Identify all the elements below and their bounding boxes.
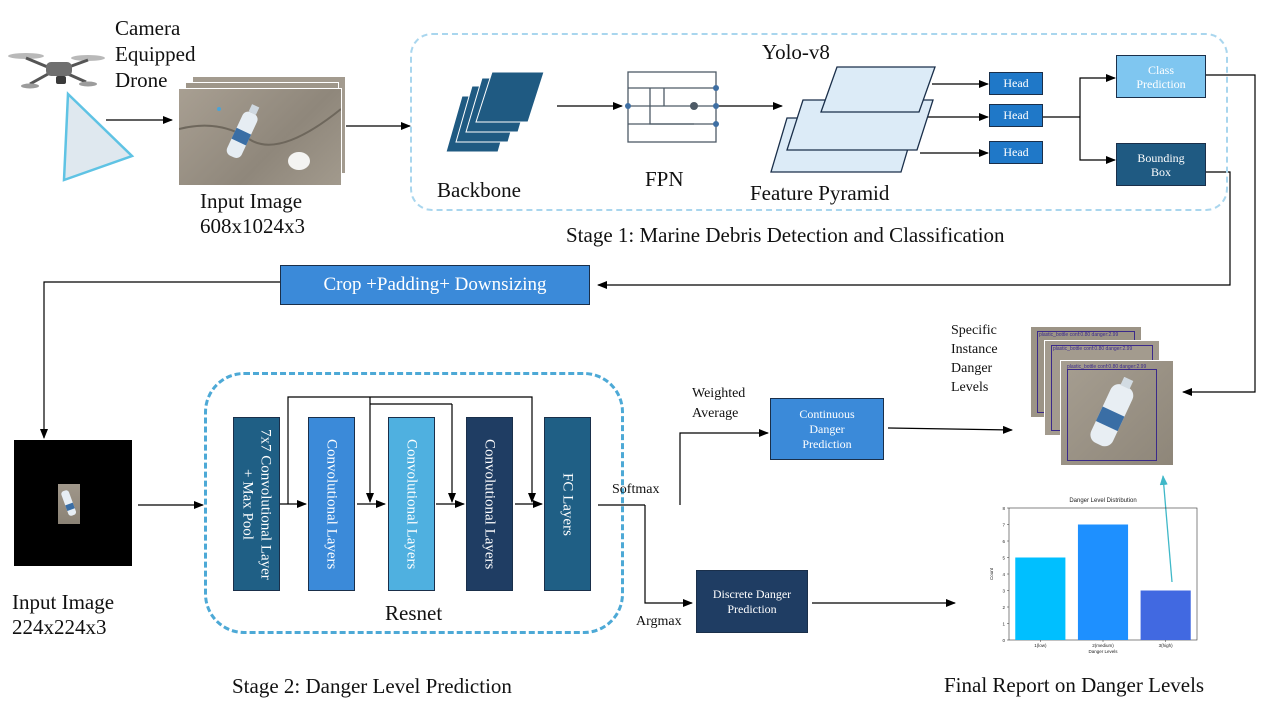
backbone-label: Backbone <box>437 178 521 202</box>
det-label-3: plastic_bottle conf:0.80 danger:2.99 <box>1067 364 1147 370</box>
stage2-input-image <box>14 440 132 566</box>
arrow-to-discrete <box>644 505 693 607</box>
softmax-label: Softmax <box>612 482 660 497</box>
stage1-container <box>410 33 1228 211</box>
stage2-title: Stage 2: Danger Level Prediction <box>232 674 512 698</box>
skip-connection-top <box>287 396 536 504</box>
instance-image-front: plastic_bottle conf:0.80 danger:2.99 <box>1060 360 1174 466</box>
y-tick-label-3: 3 <box>1002 588 1005 593</box>
arrow-bbox-to-crop <box>597 171 1231 289</box>
class-prediction-box: Class Prediction <box>1116 55 1206 98</box>
weighted-average-label: Weighted Average <box>692 384 745 424</box>
fpn-block <box>625 71 719 143</box>
resnet-layer-conv-1: Convolutional Layers <box>308 417 355 591</box>
stage2-input-label: Input Image 224x224x3 <box>12 590 114 640</box>
drone-label-line2: Equipped <box>115 42 196 66</box>
input-image-stack <box>178 76 346 186</box>
arrow-to-class-prediction <box>1079 74 1116 117</box>
cropped-bottle-thumbnail <box>58 484 80 524</box>
y-tick-label-1: 1 <box>1002 621 1005 626</box>
fpn-label: FPN <box>645 167 684 191</box>
instance-label-line4: Levels <box>951 380 989 395</box>
x-axis-label: Danger Levels <box>1088 649 1118 654</box>
arrow-continuous-to-instances <box>887 425 1013 434</box>
argmax-label: Argmax <box>636 614 682 629</box>
arrow-report-to-instances <box>1159 475 1173 583</box>
backbone-block <box>445 71 545 153</box>
x-tick-label-3: 3(high) <box>1159 643 1174 648</box>
weighted-average-line1: Weighted <box>692 386 746 401</box>
weighted-average-line2: Average <box>692 406 739 421</box>
bar-2 <box>1077 524 1129 640</box>
stage2-input-title: Input Image <box>12 590 115 614</box>
danger-level-chart: Danger Level Distribution 0 1 2 3 4 5 6 7 8 1(low)… <box>989 498 1198 654</box>
bounding-box-box: Bounding Box <box>1116 143 1206 186</box>
stage1-title: Stage 1: Marine Debris Detection and Cla… <box>566 223 1005 247</box>
head-1: Head <box>989 72 1043 95</box>
input-image-size: 608x1024x3 <box>200 214 305 238</box>
drone-icon <box>8 53 105 89</box>
crop-padding-downsizing-box: Crop +Padding+ Downsizing <box>280 265 590 305</box>
y-tick-label-4: 4 <box>1002 572 1005 577</box>
instance-danger-label: Specific Instance Danger Levels <box>951 321 998 397</box>
drone-label-line3: Drone <box>115 68 168 92</box>
resnet-container <box>204 372 624 634</box>
det-label-2: plastic_bottle conf:0.80 danger:2.99 <box>1053 346 1133 352</box>
stage2-input-size: 224x224x3 <box>12 615 107 639</box>
resnet-layer-7x7-conv: 7x7 Convolutional Layer + Max Pool <box>233 417 280 591</box>
resnet-layer-fc: FC Layers <box>544 417 591 591</box>
x-tick-label-1: 1(low) <box>1034 643 1047 648</box>
y-tick-label-6: 6 <box>1002 539 1005 544</box>
arrow-to-continuous <box>679 429 769 505</box>
instance-label-line3: Danger <box>951 361 993 376</box>
drone-label: Camera Equipped Drone <box>115 15 195 93</box>
feature-pyramid-block <box>770 66 936 173</box>
discrete-danger-prediction-box: Discrete Danger Prediction <box>696 570 808 633</box>
y-tick-label-8: 8 <box>1002 506 1005 511</box>
head-2: Head <box>989 104 1043 127</box>
y-tick-label-7: 7 <box>1002 522 1005 527</box>
bar-1 <box>1015 557 1066 640</box>
final-report-label: Final Report on Danger Levels <box>944 673 1205 697</box>
instance-label-line1: Specific <box>951 323 997 338</box>
resnet-layer-conv-2: Convolutional Layers <box>388 417 435 591</box>
head-3: Head <box>989 141 1043 164</box>
input-image-title: Input Image <box>200 189 303 213</box>
y-tick-label-2: 2 <box>1002 605 1005 610</box>
instance-label-line2: Instance <box>951 342 998 357</box>
bar-3 <box>1140 590 1191 640</box>
drone-photo <box>178 88 342 186</box>
input-image-label: Input Image 608x1024x3 <box>200 189 305 239</box>
camera-view-cone <box>62 91 135 182</box>
resnet-layer-conv-3: Convolutional Layers <box>466 417 513 591</box>
continuous-danger-prediction-box: Continuous Danger Prediction <box>770 398 884 460</box>
det-label-1: plastic_bottle conf:0.80 danger:2.99 <box>1039 332 1119 338</box>
instance-image-stack: plastic_bottle conf:0.80 danger:2.99 pla… <box>1030 326 1175 468</box>
arrow-crop-to-input2 <box>40 281 280 439</box>
feature-pyramid-label: Feature Pyramid <box>750 181 890 205</box>
y-tick-label-0: 0 <box>1002 638 1005 643</box>
arrow-to-bounding-box <box>1079 117 1116 164</box>
yolo-label: Yolo-v8 <box>762 40 830 64</box>
chart-title: Danger Level Distribution <box>1069 498 1136 504</box>
y-axis-label: Count <box>989 567 994 580</box>
y-tick-label-5: 5 <box>1002 555 1005 560</box>
arrow-class-to-instances <box>1182 74 1256 396</box>
x-tick-label-2: 2(medium) <box>1092 643 1114 648</box>
drone-label-line1: Camera <box>115 16 181 40</box>
resnet-label: Resnet <box>385 601 443 625</box>
